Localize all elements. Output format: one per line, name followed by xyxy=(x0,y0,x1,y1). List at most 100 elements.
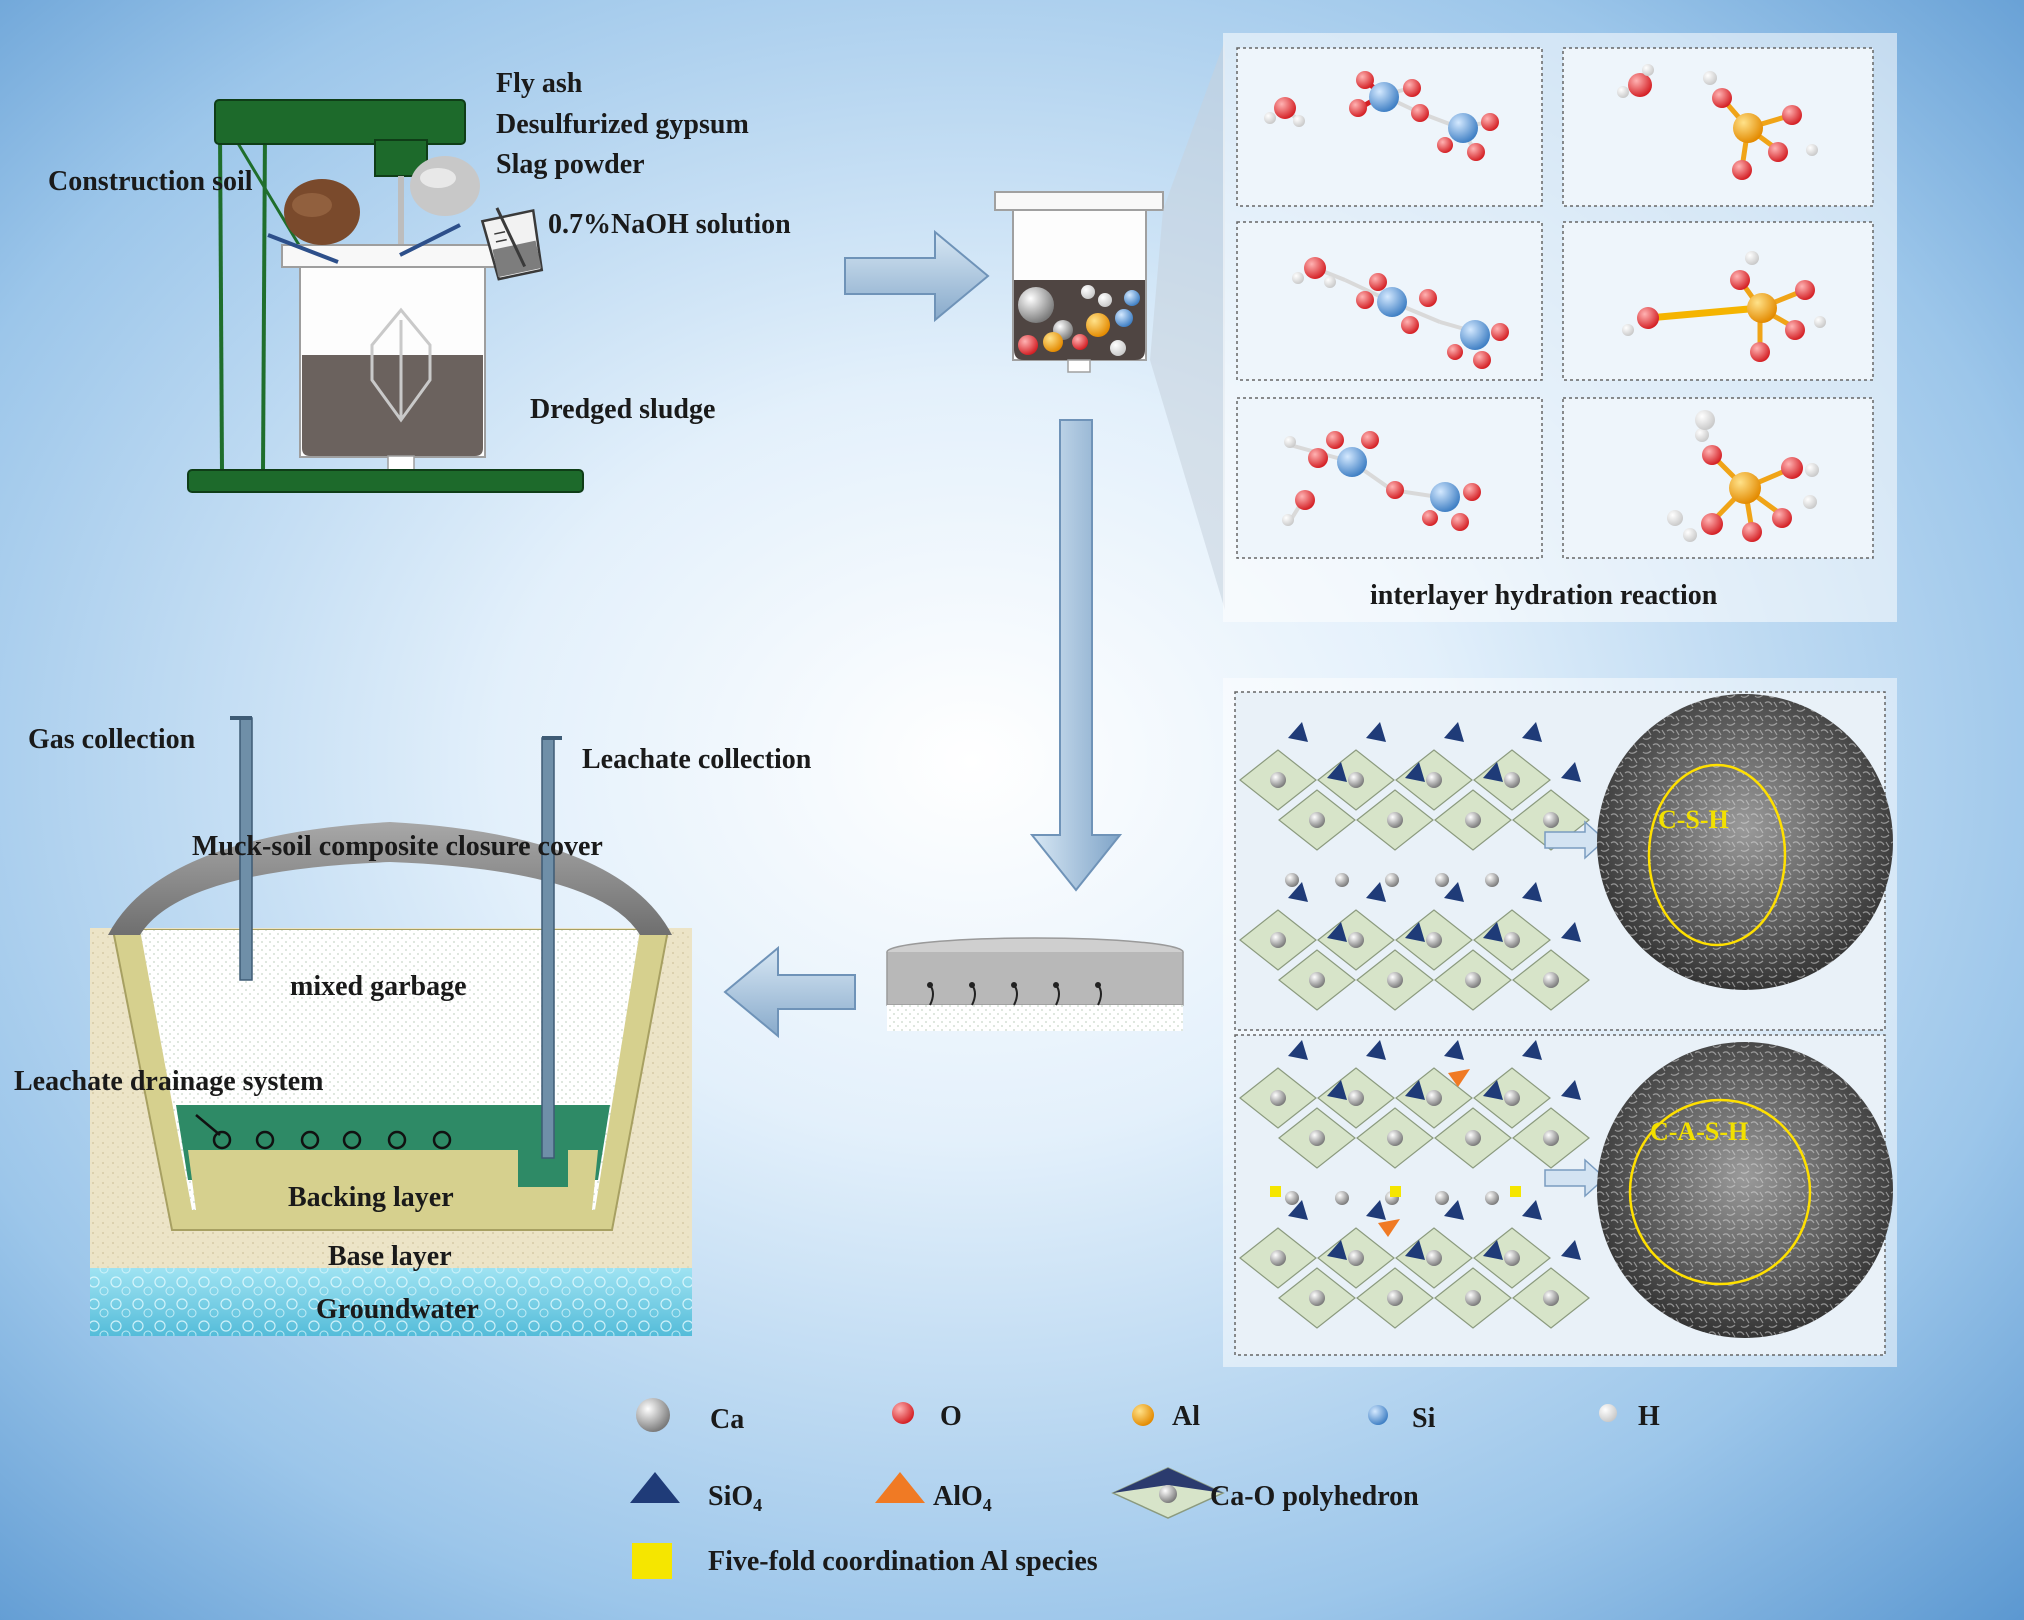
sio4-tetrahedron xyxy=(1483,1240,1503,1260)
cash-label: C-A-S-H xyxy=(1650,1117,1748,1146)
sio4-tetrahedron xyxy=(1405,1080,1425,1100)
sio4-tetrahedron xyxy=(1483,922,1503,942)
backing-layer-label: Backing layer xyxy=(288,1182,454,1213)
ca-atom xyxy=(1348,1250,1364,1266)
legend-si-swatch xyxy=(1368,1405,1388,1425)
hydration-panel xyxy=(1223,33,1897,622)
sio4-tetrahedron xyxy=(1561,922,1581,942)
ca-atom xyxy=(1426,1250,1442,1266)
legend-polyhedron-swatch xyxy=(1111,1467,1225,1519)
naoh-label: 0.7%NaOH solution xyxy=(548,209,791,240)
mixed-garbage-label: mixed garbage xyxy=(290,971,467,1002)
ca-atom xyxy=(1543,1130,1559,1146)
ca-atom xyxy=(1504,932,1520,948)
interlayer-ca xyxy=(1435,1191,1449,1205)
sio4-tetrahedron xyxy=(1444,1040,1464,1060)
reaction-beaker xyxy=(994,191,1164,373)
arrow-left xyxy=(723,945,856,1039)
leachate-collection-label: Leachate collection xyxy=(582,744,812,775)
composite-slab xyxy=(886,937,1184,1031)
landfill-cross-section xyxy=(90,716,692,1336)
ca-atom xyxy=(1309,972,1325,988)
ca-atom xyxy=(1387,1130,1403,1146)
ca-atom xyxy=(1387,972,1403,988)
ca-atom xyxy=(1348,772,1364,788)
ca-atom xyxy=(1504,1090,1520,1106)
microstructure-panel xyxy=(1223,678,1897,1367)
construction-soil-label: Construction soil xyxy=(48,166,253,197)
sio4-tetrahedron xyxy=(1405,1240,1425,1260)
sio4-tetrahedron xyxy=(1288,1040,1308,1060)
arrow-right-1 xyxy=(844,229,990,323)
mixer-input-2: Desulfurized gypsum xyxy=(496,109,749,140)
sio4-tetrahedron xyxy=(1522,1200,1542,1220)
sio4-tetrahedron xyxy=(1444,1200,1464,1220)
sio4-tetrahedron xyxy=(1483,1080,1503,1100)
legend-si-label: Si xyxy=(1412,1403,1436,1434)
interlayer-ca xyxy=(1335,1191,1349,1205)
arrow-down xyxy=(1029,419,1123,892)
legend xyxy=(630,1398,1617,1579)
sio4-tetrahedron xyxy=(1444,722,1464,742)
ca-atom xyxy=(1465,1130,1481,1146)
interlayer-ca xyxy=(1485,873,1499,887)
sio4-tetrahedron xyxy=(1327,762,1347,782)
csh-label: C-S-H xyxy=(1658,805,1729,834)
ca-atom xyxy=(1426,1090,1442,1106)
ca-atom xyxy=(1270,772,1286,788)
sio4-tetrahedron xyxy=(1327,1080,1347,1100)
interlayer-ca xyxy=(1285,1191,1299,1205)
ca-atom xyxy=(1309,812,1325,828)
drainage-label: Leachate drainage system xyxy=(14,1066,324,1097)
sio4-tetrahedron xyxy=(1522,722,1542,742)
mixer-apparatus xyxy=(187,99,584,493)
sio4-tetrahedron xyxy=(1561,1240,1581,1260)
fivefold-al-species xyxy=(1270,1186,1281,1197)
legend-h-swatch xyxy=(1599,1404,1617,1422)
legend-ca-label: Ca xyxy=(710,1404,744,1435)
fivefold-al-species xyxy=(1510,1186,1521,1197)
interlayer-ca xyxy=(1385,873,1399,887)
legend-al-swatch xyxy=(1132,1404,1154,1426)
legend-o-swatch xyxy=(892,1402,914,1424)
ca-atom xyxy=(1504,772,1520,788)
sio4-tetrahedron xyxy=(1366,722,1386,742)
ca-atom xyxy=(1270,932,1286,948)
sio4-tetrahedron xyxy=(1483,762,1503,782)
closure-cover-label: Muck-soil composite closure cover xyxy=(192,831,603,862)
dredged-sludge-label: Dredged sludge xyxy=(530,394,715,425)
sio4-tetrahedron xyxy=(1405,922,1425,942)
groundwater-label: Groundwater xyxy=(316,1294,479,1325)
legend-alo4-label: AlO4 xyxy=(933,1481,992,1515)
ca-atom xyxy=(1426,932,1442,948)
ca-atom xyxy=(1387,812,1403,828)
ca-atom xyxy=(1465,812,1481,828)
interlayer-ca xyxy=(1435,873,1449,887)
sio4-tetrahedron xyxy=(1522,1040,1542,1060)
sio4-tetrahedron xyxy=(1288,882,1308,902)
alo4-tetrahedron xyxy=(1448,1069,1470,1087)
legend-sio4-swatch xyxy=(630,1472,680,1503)
alo4-tetrahedron xyxy=(1378,1219,1400,1237)
gas-collection-label: Gas collection xyxy=(28,724,196,755)
sio4-tetrahedron xyxy=(1366,882,1386,902)
base-layer-label: Base layer xyxy=(328,1241,452,1272)
sio4-tetrahedron xyxy=(1288,722,1308,742)
legend-alo4-swatch xyxy=(875,1472,925,1503)
ca-atom xyxy=(1543,812,1559,828)
ca-atom xyxy=(1270,1090,1286,1106)
sio4-tetrahedron xyxy=(1405,762,1425,782)
sio4-tetrahedron xyxy=(1444,882,1464,902)
legend-fivefold-label: Five-fold coordination Al species xyxy=(708,1546,1098,1577)
mixer-input-1: Fly ash xyxy=(496,68,583,99)
interlayer-ca xyxy=(1485,1191,1499,1205)
leachate-pipe xyxy=(541,737,555,1159)
ca-atom xyxy=(1270,1250,1286,1266)
ca-atom xyxy=(1465,1290,1481,1306)
ca-atom xyxy=(1348,1090,1364,1106)
legend-o-label: O xyxy=(940,1401,962,1432)
sio4-tetrahedron xyxy=(1327,1240,1347,1260)
legend-h-label: H xyxy=(1638,1401,1660,1432)
naoh-beaker xyxy=(480,207,544,281)
